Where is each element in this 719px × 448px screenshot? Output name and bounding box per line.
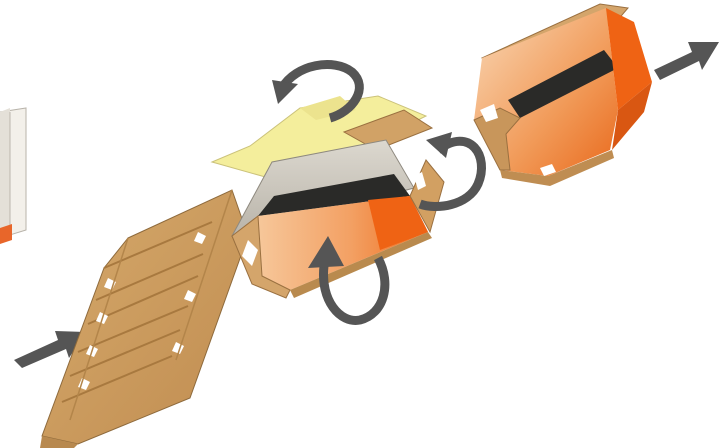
feed-out-arrow bbox=[654, 42, 719, 80]
previous-box-edge bbox=[0, 108, 26, 244]
finished-box bbox=[474, 4, 652, 186]
flat-blank bbox=[40, 190, 248, 448]
